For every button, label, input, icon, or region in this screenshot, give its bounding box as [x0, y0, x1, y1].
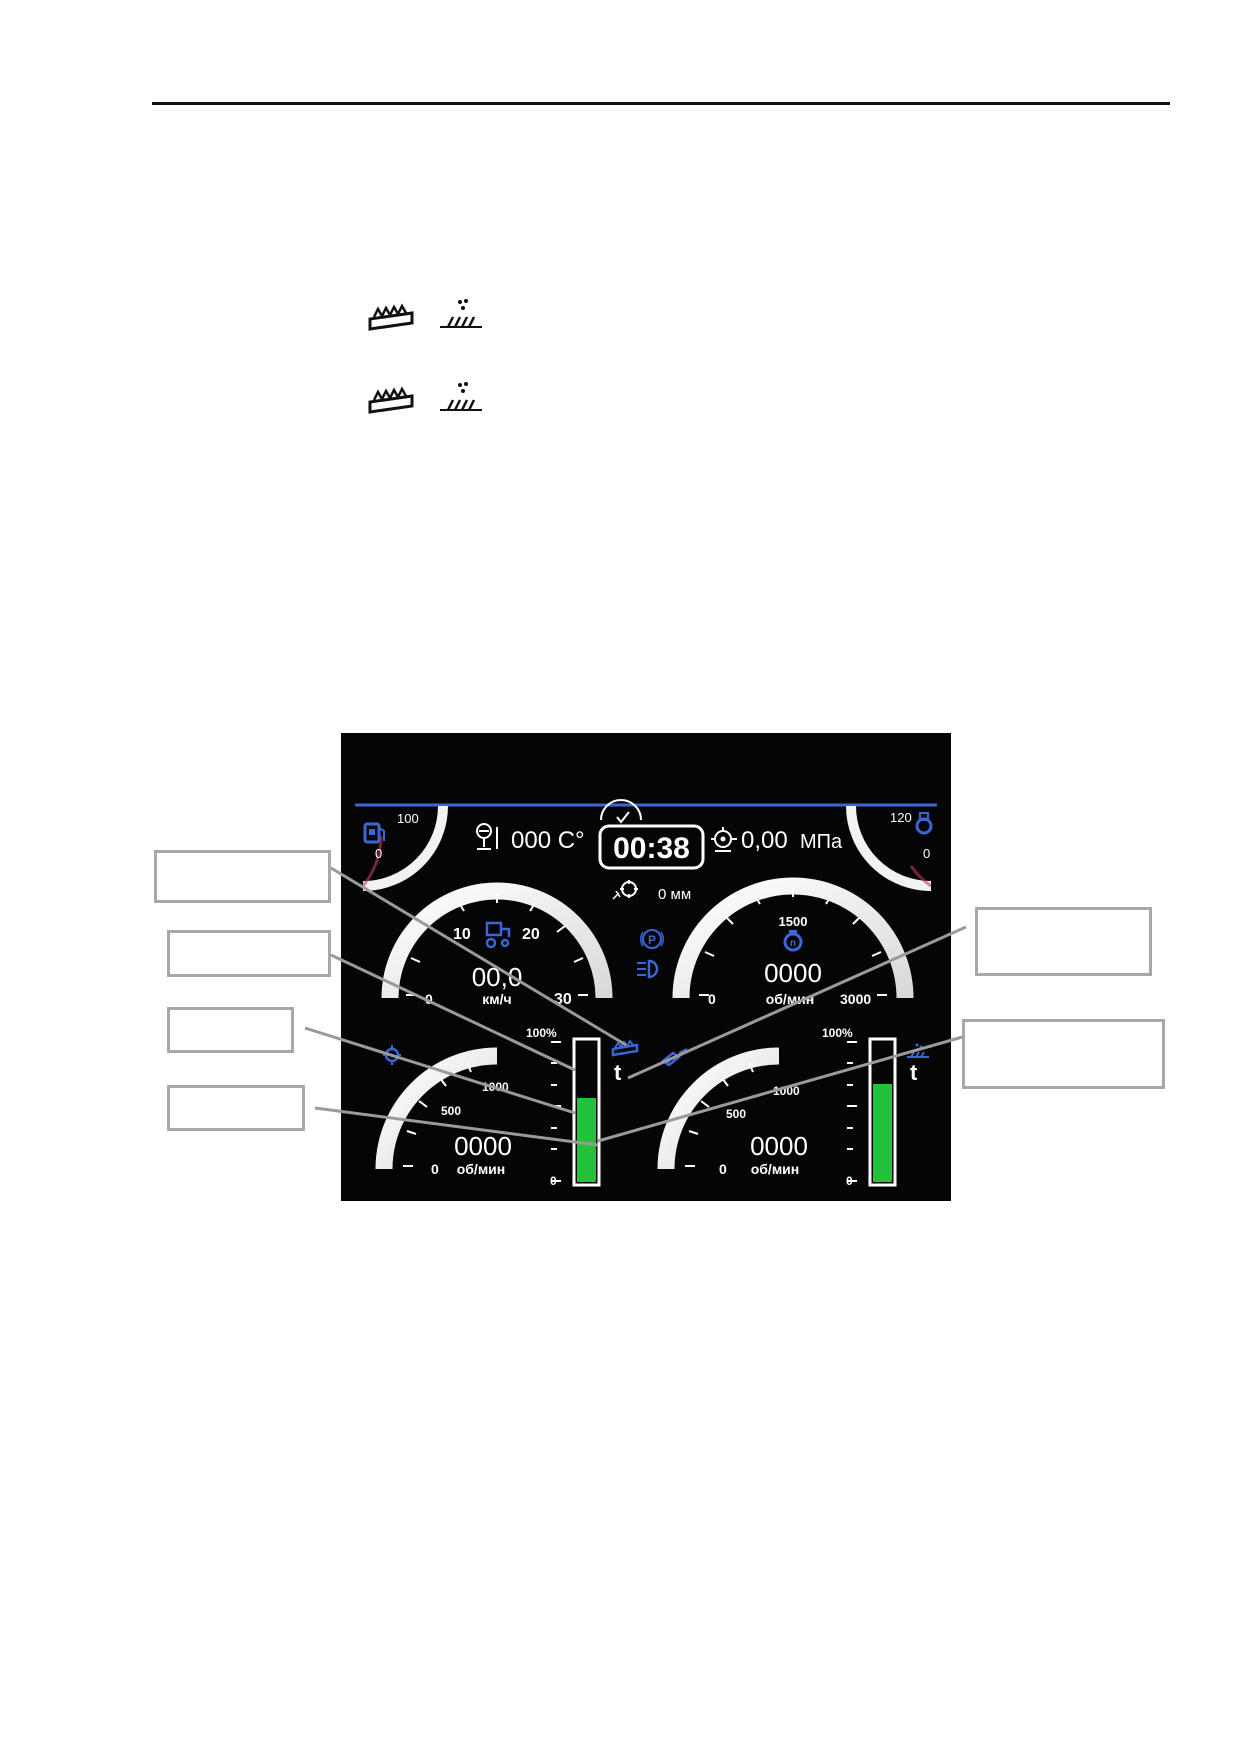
coolant-min-label: 0 [923, 846, 930, 861]
icon-row-1 [366, 297, 486, 333]
pressure-icon [711, 827, 737, 852]
callout-box-4 [167, 1085, 305, 1131]
level-bar-left: 100% 0 t [526, 1026, 639, 1188]
callout-box-5 [975, 907, 1152, 976]
drum-left-tick-500: 500 [441, 1104, 461, 1118]
temperature-value: 000 C° [511, 827, 585, 854]
engine-icon: n [783, 930, 803, 952]
clock-time: 00:38 [613, 832, 690, 865]
fuel-max-label: 100 [397, 811, 419, 826]
sieve-icon [440, 382, 482, 411]
callout-box-3 [167, 1007, 294, 1053]
coolant-max-label: 120 [890, 810, 912, 825]
engine-tick-0: 0 [708, 991, 716, 1007]
headlight-icon [637, 959, 659, 979]
svg-text:n: n [790, 938, 796, 949]
bar-left-top-label: 100% [526, 1026, 557, 1040]
bar-right-fill [873, 1084, 892, 1182]
callout-box-1 [154, 850, 331, 903]
engine-rpm-gauge: 0 1500 3000 n 0000 об/мин [672, 877, 914, 1007]
bar-right-frame [868, 1037, 897, 1187]
speed-tick-20: 20 [522, 926, 540, 943]
drum-left-tick-0: 0 [431, 1161, 439, 1177]
callout-line-4 [314, 1106, 599, 1147]
drum-right-value: 0000 [750, 1131, 808, 1161]
grain-header-icon [368, 386, 414, 414]
speed-tick-10: 10 [453, 926, 471, 943]
clock: 00:38 [598, 799, 705, 870]
drum-right-tick-500: 500 [726, 1107, 746, 1121]
engine-tick-1500: 1500 [779, 914, 808, 929]
coolant-gauge: 120 0 [846, 805, 933, 891]
callout-line-5 [627, 925, 967, 1080]
drum-right-unit: об/мин [751, 1161, 800, 1177]
dashboard-screen: 100 0 000 C° 00:38 [341, 733, 951, 1201]
pressure-readout: 0,00 МПа [711, 827, 843, 854]
pressure-value: 0,00 [741, 827, 788, 854]
sieve-icon [440, 299, 482, 328]
engine-tick-3000: 3000 [840, 991, 871, 1007]
bar-left-fill [577, 1098, 596, 1182]
drum-left-unit: об/мин [457, 1161, 506, 1177]
engine-temp-icon [476, 823, 498, 850]
sieve-icon [907, 1043, 929, 1058]
callout-line-3 [304, 1026, 576, 1115]
speed-unit: км/ч [482, 991, 511, 1007]
coolant-icon [915, 812, 933, 835]
engine-value: 0000 [764, 958, 822, 988]
speed-tick-0: 0 [425, 991, 433, 1007]
callout-line-6 [597, 1034, 967, 1143]
gap-readout: 0 мм [612, 880, 691, 903]
parking-label: P [648, 933, 656, 947]
fuel-icon [363, 822, 385, 844]
callout-line-2 [330, 953, 576, 1072]
parking-brake-indicator: P [640, 929, 664, 949]
drum-right-tick-0: 0 [719, 1161, 727, 1177]
header-rule [152, 102, 1170, 105]
callout-box-6 [962, 1019, 1165, 1089]
drum-right-tick-1000: 1000 [773, 1084, 800, 1098]
pressure-unit: МПа [800, 831, 843, 853]
concave-gap-icon [612, 880, 638, 900]
grain-header-icon [368, 303, 414, 331]
combine-icon [485, 921, 511, 949]
grain-header-icon [611, 1039, 639, 1057]
engine-unit: об/мин [766, 991, 815, 1007]
fuel-min-label: 0 [375, 846, 382, 861]
bar-right-top-label: 100% [822, 1026, 853, 1040]
icon-row-2 [366, 380, 486, 416]
drum-right-gauge: 500 1000 0 0000 об/мин [657, 1047, 808, 1177]
drum-left-gauge: 500 1000 0 0000 об/мин [375, 1045, 512, 1177]
temperature-readout: 000 C° [476, 823, 585, 854]
level-bar-right: 100% 0 t [822, 1026, 929, 1188]
drum-left-value: 0000 [454, 1131, 512, 1161]
fuel-gauge: 100 0 [361, 805, 448, 891]
gap-value: 0 мм [658, 886, 691, 903]
callout-line-1 [330, 866, 627, 1047]
clock-icon [600, 799, 642, 821]
bar-right-t-label: t [910, 1060, 918, 1085]
callout-box-2 [167, 930, 331, 977]
bar-left-t-label: t [614, 1060, 622, 1085]
